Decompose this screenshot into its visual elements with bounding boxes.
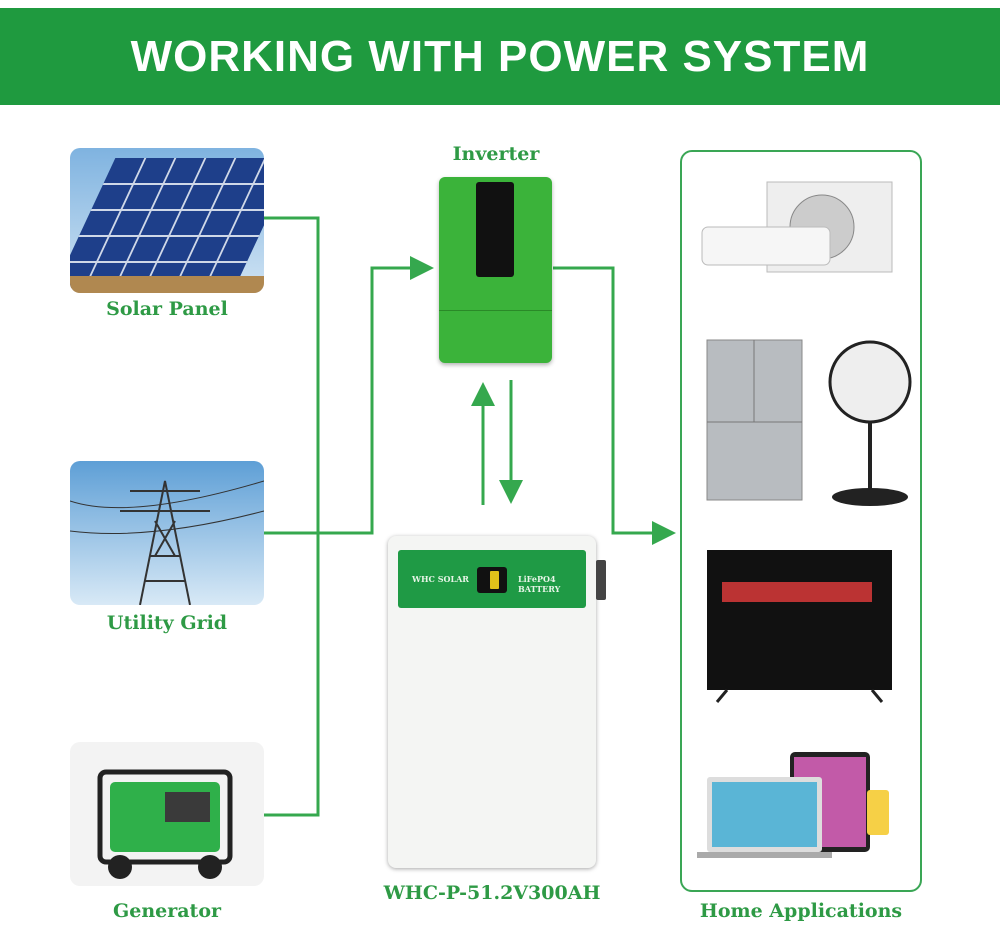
battery-label-band: WHC SOLAR LiFePO4 BATTERY [398,550,586,608]
home-applications-label: Home Applications [699,900,903,922]
generator-image [70,742,264,886]
air-conditioner-icon [701,181,893,273]
battery-connector [596,560,606,600]
inverter-label: Inverter [452,143,540,165]
utility-grid-label: Utility Grid [106,612,228,634]
header-banner: WORKING WITH POWER SYSTEM [0,8,1000,105]
battery-model-label: WHC-P-51.2V300AH [383,882,601,904]
battery-type: LiFePO4 BATTERY [518,574,561,594]
page-title: WORKING WITH POWER SYSTEM [130,31,870,81]
generator-label: Generator [113,900,221,922]
home-applications-box [680,150,922,892]
fan-icon [828,340,912,506]
solar-generator-line [264,216,320,817]
grid-to-inverter-line [264,256,434,535]
battery-device: WHC SOLAR LiFePO4 BATTERY [388,536,596,868]
inverter-display [476,182,514,277]
refrigerator-icon [706,339,803,501]
power-tower-image [70,461,264,605]
battery-level-icon [477,567,507,593]
devices-icon [697,752,889,858]
inverter-device [439,177,552,363]
solar-panel-label: Solar Panel [106,298,228,320]
tv-icon [707,550,892,703]
solar-panel-image [70,148,264,293]
appliances-image [697,181,912,858]
inverter-to-home-line [553,266,676,545]
battery-brand: WHC SOLAR [412,574,469,584]
